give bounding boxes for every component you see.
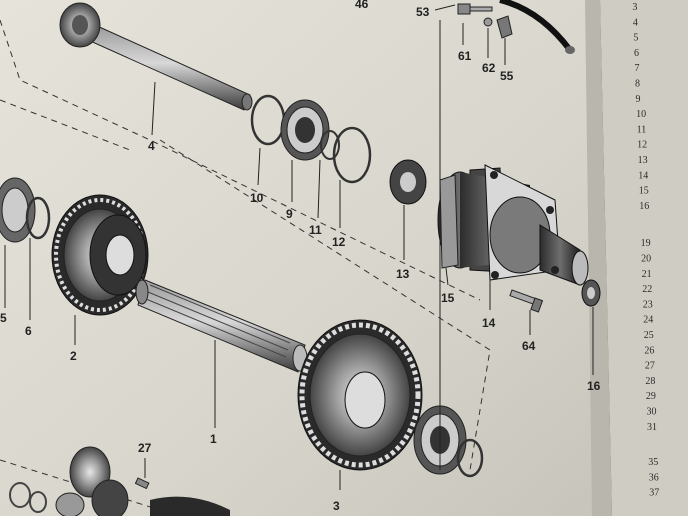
right-column-number: 23 (643, 299, 653, 310)
right-column-number: 27 (645, 361, 655, 372)
callout-46: 46 (355, 0, 369, 11)
bolt-61 (457, 3, 493, 15)
callout-6: 6 (25, 324, 32, 338)
right-column-number: 4 (633, 17, 638, 28)
right-column-number: 22 (642, 284, 652, 295)
callout-labels: 46 53 61 62 55 4 10 9 11 12 13 15 14 64 … (0, 0, 601, 513)
right-column-number: 29 (646, 391, 656, 402)
callout-3: 3 (333, 499, 340, 513)
callout-53: 53 (416, 5, 430, 19)
pin-27 (134, 477, 150, 490)
callout-62: 62 (482, 61, 496, 75)
right-column-number: 3 (632, 2, 637, 13)
right-column-number: 25 (644, 330, 654, 341)
right-column-number: 26 (644, 345, 654, 356)
right-column-number: 5 (633, 33, 638, 44)
dashed-guide-lines (0, 19, 491, 511)
right-column-number: 11 (637, 124, 647, 135)
leader-lines (4, 4, 594, 490)
bearing-5 (0, 177, 36, 243)
callout-16: 16 (587, 379, 601, 393)
bolt-64 (509, 289, 544, 313)
gasket-15 (439, 174, 459, 269)
right-column-number: 24 (643, 315, 653, 326)
cluster-gear-bottom (9, 446, 230, 516)
callout-27: 27 (138, 441, 152, 455)
clip-55 (496, 15, 513, 39)
seal-13 (389, 159, 427, 205)
cable (499, 0, 573, 52)
callout-61: 61 (458, 49, 472, 63)
right-column-number: 16 (639, 201, 649, 212)
snap-ring-12 (332, 126, 372, 184)
callout-11: 11 (309, 223, 322, 237)
callout-5: 5 (0, 311, 7, 325)
callout-9: 9 (286, 207, 293, 221)
right-column-number: 37 (649, 488, 659, 499)
callout-2: 2 (70, 349, 77, 363)
callout-64: 64 (522, 339, 536, 353)
right-column-number: 30 (646, 407, 656, 418)
right-column-number: 10 (636, 109, 646, 120)
cable-end (565, 46, 575, 54)
right-column-number: 35 (648, 457, 658, 468)
right-column-number: 12 (637, 140, 647, 151)
housing-14 (437, 164, 589, 286)
ring-bottom (456, 438, 484, 478)
callout-4: 4 (148, 139, 155, 153)
right-column-numbers: 3 4 5 6 7 8 9 10 11 12 13 14 15 16 19 20 21 22 23 24 25 26 27 2… (632, 2, 659, 499)
callout-10: 10 (250, 191, 264, 205)
page-gutter-shadow (585, 0, 612, 516)
callout-14: 14 (482, 316, 496, 330)
gear-2 (51, 194, 149, 316)
callout-15: 15 (441, 291, 455, 305)
right-column-number: 19 (641, 238, 651, 249)
right-column-number: 8 (635, 79, 640, 90)
ring-6 (25, 196, 51, 240)
right-column-number: 14 (638, 170, 648, 181)
right-column-number: 31 (647, 422, 657, 433)
bushing-16 (581, 279, 601, 307)
callout-1: 1 (210, 432, 217, 446)
right-column-number: 7 (634, 63, 639, 74)
right-column-number: 20 (641, 254, 651, 265)
right-column-number: 21 (642, 269, 652, 280)
callout-13: 13 (396, 267, 410, 281)
callout-55: 55 (500, 69, 514, 83)
right-column-number: 6 (634, 48, 639, 59)
ring-11 (320, 130, 340, 160)
right-column-number: 36 (649, 472, 659, 483)
right-column-number: 28 (645, 376, 655, 387)
bearing-9 (280, 99, 330, 161)
right-column-number: 13 (638, 155, 648, 166)
right-column-number: 9 (636, 94, 641, 105)
callout-12: 12 (332, 235, 346, 249)
right-page (600, 0, 688, 516)
right-column-number: 15 (639, 186, 649, 197)
input-shaft-4 (59, 2, 253, 111)
gear-3 (297, 319, 423, 471)
washer-62 (483, 17, 493, 27)
